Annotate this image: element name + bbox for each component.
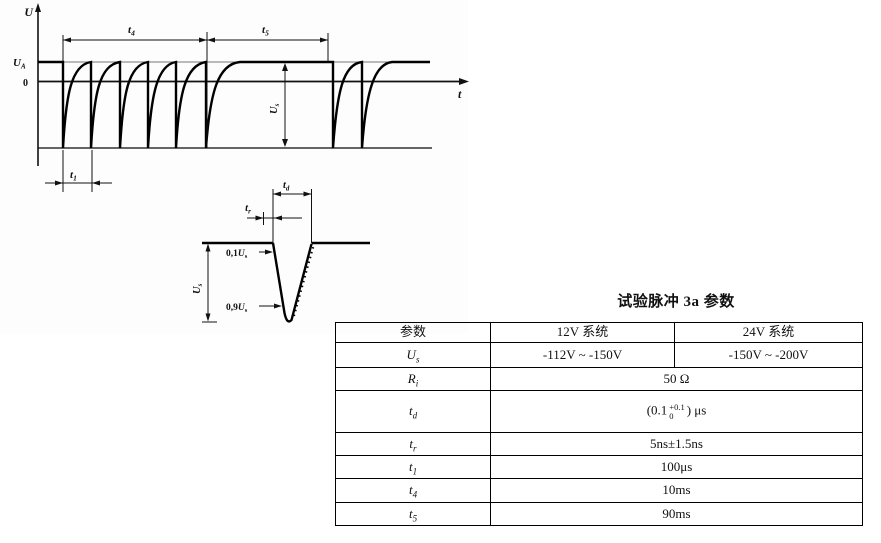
- value-cell: 90ms: [490, 502, 863, 526]
- param-label: tr: [335, 432, 491, 456]
- dim-arrow-icon: [255, 215, 264, 221]
- dim-arrow-icon: [55, 180, 63, 186]
- header-24v: 24V 系统: [674, 322, 863, 343]
- level-01us-label: 0,1Us: [226, 249, 248, 260]
- value-cell: 5ns±1.5ns: [490, 432, 863, 456]
- param-label: t4: [335, 478, 491, 503]
- header-12v: 12V 系统: [490, 322, 675, 343]
- dim-arrow-icon: [205, 243, 211, 252]
- dim-arrow-icon: [282, 63, 288, 71]
- level-09us-label: 0,9Us: [226, 303, 248, 314]
- t-axis-arrow-icon: [459, 78, 469, 85]
- dim-arrow-icon: [282, 139, 288, 147]
- us-detail-label: Us: [192, 283, 204, 294]
- table-row: t5 90ms: [335, 502, 863, 526]
- u-axis-label: U: [24, 5, 34, 19]
- table-row: tr 5ns±1.5ns: [335, 432, 863, 456]
- header-param: 参数: [335, 322, 491, 343]
- pulse-waveform-figure: t4 t5 t1 Us U UA 0 t: [13, 3, 469, 323]
- table-row: t4 10ms: [335, 478, 863, 503]
- table-title: 试验脉冲 3a 参数: [617, 294, 735, 310]
- dim-arrow-icon: [265, 249, 273, 255]
- detail-pulse-hatch: [293, 245, 315, 317]
- dim-arrow-icon: [274, 303, 282, 309]
- value-cell: 50 Ω: [490, 367, 863, 391]
- value-cell: 100μs: [490, 455, 863, 479]
- pulse-detail-diagram: td tr 0,1Us 0,9Us Us: [192, 180, 370, 323]
- dim-arrow-icon: [274, 215, 282, 221]
- value-cell: -112V ~ -150V: [490, 342, 675, 368]
- scanned-figure-background: [0, 0, 468, 334]
- dim-arrow-icon: [207, 37, 215, 43]
- param-label: td: [335, 390, 491, 433]
- dim-arrow-icon: [273, 191, 281, 197]
- pulse-train-path: [38, 60, 430, 149]
- table-row: Ri 50 Ω: [335, 367, 863, 391]
- param-label: Ri: [335, 367, 491, 391]
- table-row: t1 100μs: [335, 455, 863, 479]
- param-label: t1: [335, 455, 491, 479]
- t5-dim-label: t5: [262, 24, 269, 38]
- dim-arrow-icon: [92, 180, 100, 186]
- detail-pulse-path: [271, 242, 313, 323]
- dim-arrow-icon: [320, 37, 328, 43]
- dim-arrow-icon: [205, 313, 211, 322]
- dim-arrow-icon: [303, 191, 312, 197]
- t1-dim-label: t1: [70, 169, 77, 183]
- pulse-train-diagram: t4 t5 t1 Us U UA 0 t: [13, 3, 469, 192]
- t4-dim-label: t4: [128, 24, 135, 38]
- dim-arrow-icon: [199, 37, 207, 43]
- parameters-table: 参数 12V 系统 24V 系统 Us -112V ~ -150V -150V …: [335, 322, 863, 526]
- value-cell: 10ms: [490, 478, 863, 503]
- value-cell: -150V ~ -200V: [674, 342, 863, 368]
- table-row: Us -112V ~ -150V -150V ~ -200V: [335, 342, 863, 368]
- zero-label: 0: [23, 78, 28, 89]
- ua-level-label: UA: [13, 57, 26, 71]
- tr-dim-label: tr: [245, 203, 251, 216]
- u-axis-arrow-icon: [35, 3, 41, 12]
- t-axis-label: t: [458, 87, 462, 101]
- us-amplitude-label: Us: [269, 103, 281, 114]
- param-label: Us: [335, 342, 491, 368]
- param-label: t5: [335, 502, 491, 526]
- td-dim-label: td: [283, 180, 290, 193]
- table-header-row: 参数 12V 系统 24V 系统: [335, 322, 863, 343]
- dim-arrow-icon: [63, 37, 71, 43]
